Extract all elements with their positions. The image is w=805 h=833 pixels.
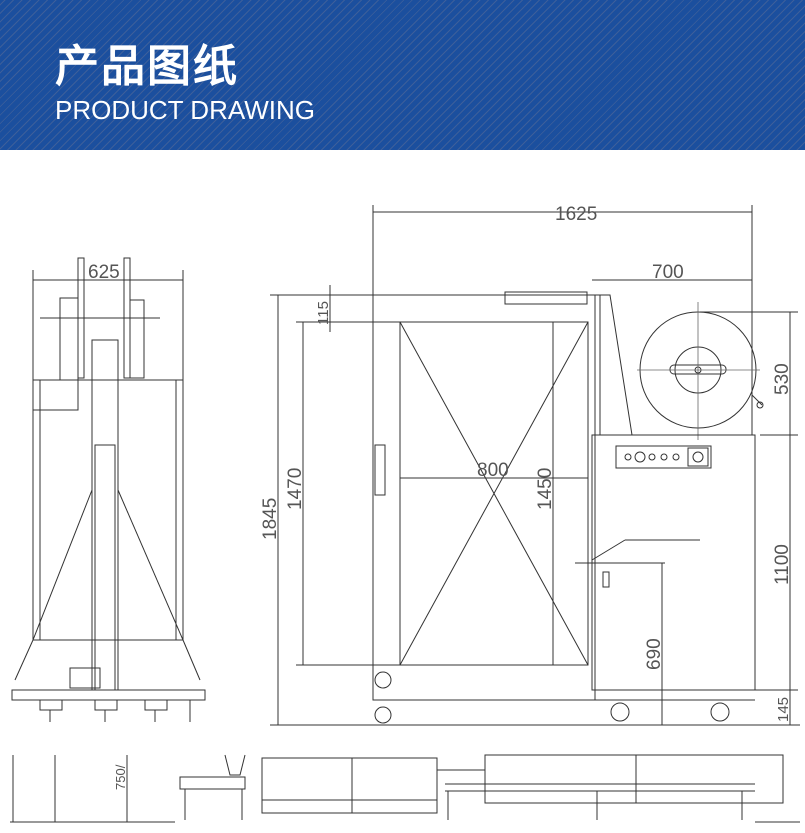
dim-feed-height: 690 — [644, 638, 665, 670]
dim-side-width: 625 — [88, 262, 120, 283]
dim-arch-height: 1450 — [535, 468, 556, 510]
dim-reel-height: 530 — [772, 363, 793, 395]
dim-table-height: 1100 — [772, 544, 793, 585]
page-subtitle: PRODUCT DRAWING — [55, 95, 315, 125]
side-view: 625 — [11, 257, 206, 722]
product-drawing: 625 1625 700 — [10, 204, 800, 823]
page-title: 产品图纸 — [55, 42, 239, 91]
dim-overall-height: 1845 — [260, 498, 281, 540]
header-banner: 产品图纸 PRODUCT DRAWING — [0, 0, 805, 150]
dim-conveyor-height: 750/ — [113, 764, 128, 790]
dim-caster-height: 145 — [775, 697, 792, 722]
dim-door-height: 1470 — [285, 468, 306, 510]
front-view: 1625 700 1845 1470 115 14 — [260, 204, 800, 726]
dim-arch-width: 800 — [477, 460, 509, 481]
conveyor-view: 750/ — [10, 754, 800, 823]
dim-top-offset: 115 — [315, 301, 332, 325]
dim-reel-width: 700 — [652, 262, 684, 283]
dim-overall-length: 1625 — [555, 204, 597, 225]
